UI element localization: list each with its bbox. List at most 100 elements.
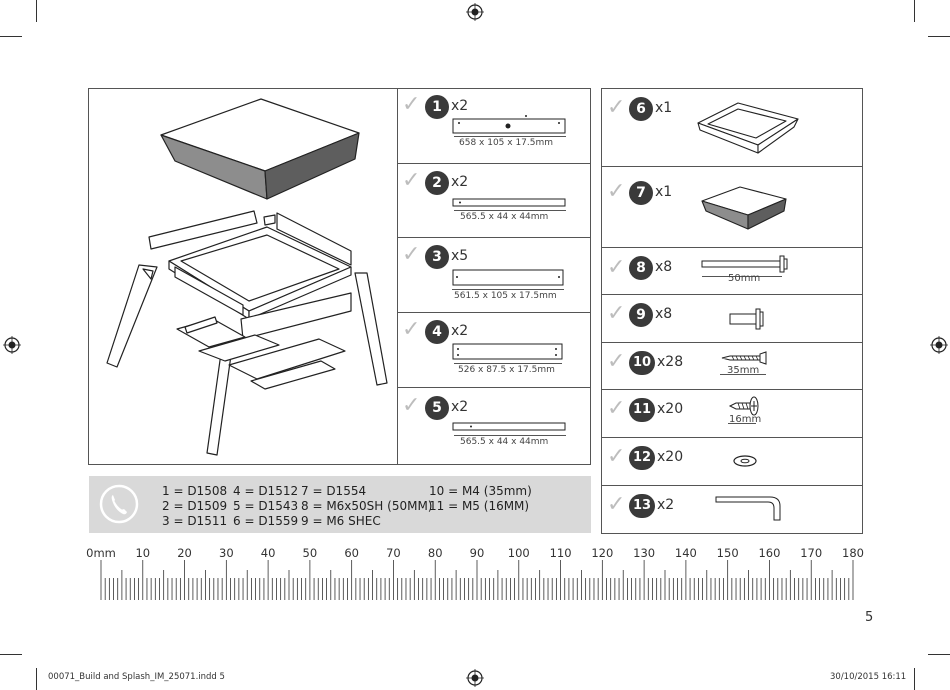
frame-drawing (697, 102, 799, 154)
part-code-legend: 1 = D1508 2 = D1509 3 = D1511 4 = D1512 … (89, 476, 591, 533)
legend-entry: 4 = D1512 (233, 484, 299, 498)
crop-mark (36, 0, 37, 22)
crop-mark (0, 654, 22, 655)
part-quantity: x8 (655, 259, 673, 275)
ruler-mark-label: 140 (674, 546, 697, 560)
ruler-mark-label: 110 (549, 546, 572, 560)
part-dimension: 565.5 x 44 x 44mm (460, 437, 549, 447)
check-icon: ✓ (402, 317, 421, 342)
page-number: 5 (865, 610, 874, 625)
check-icon: ✓ (402, 242, 421, 267)
check-icon: ✓ (607, 95, 626, 120)
legend-entry: 5 = D1543 (233, 499, 299, 513)
hardware-panel: ✓ 6 x1 ✓ 7 x1 ✓ 8 x8 (601, 88, 863, 534)
part-quantity: x20 (657, 449, 684, 465)
legend-column: 4 = D1512 5 = D1543 6 = D1559 (233, 484, 298, 528)
part-row: ✓ 3 x5 561.5 x 105 x 17.5mm (398, 238, 591, 313)
exploded-assembly-illustration (106, 98, 388, 456)
ruler-mark-label: 150 (716, 546, 739, 560)
hardware-row: ✓ 11 x20 16mm (602, 390, 862, 438)
legend-column: 1 = D1508 2 = D1509 3 = D1511 (162, 484, 227, 528)
part-row: ✓ 4 x2 526 x 87.5 x 17.5mm (398, 313, 591, 388)
check-icon: ✓ (607, 179, 626, 204)
part-dimension: 561.5 x 105 x 17.5mm (454, 291, 557, 301)
bolt-icon (701, 255, 788, 273)
ruler-mark-label: 40 (260, 546, 276, 560)
ruler-mark-label: 30 (219, 546, 234, 560)
part-dimension: 526 x 87.5 x 17.5mm (458, 365, 555, 375)
part-quantity: x5 (451, 248, 469, 264)
legend-entry: 6 = D1559 (233, 514, 299, 528)
ruler-mark-label: 20 (177, 546, 192, 560)
ruler-mark-label: 50 (302, 546, 318, 560)
ruler-mark-label: 130 (633, 546, 656, 560)
registration-mark-icon (3, 336, 21, 354)
screw-icon (721, 351, 767, 365)
part-number-badge: 3 (425, 245, 449, 269)
part-quantity: x1 (655, 184, 673, 200)
part-quantity: x2 (451, 323, 469, 339)
ruler-mark-label: 120 (591, 546, 614, 560)
legend-entry: 3 = D1511 (162, 514, 228, 528)
allen-key-icon (715, 496, 781, 521)
part-number-badge: 11 (629, 398, 655, 422)
part-row: ✓ 5 x2 565.5 x 44 x 44mm (398, 388, 591, 464)
phone-icon (99, 484, 139, 524)
legend-entry: 10 = M4 (35mm) (429, 484, 532, 498)
ruler-mark-label: 60 (344, 546, 359, 560)
legend-column: 10 = M4 (35mm) 11 = M5 (16MM) (429, 484, 532, 513)
part-dimension: 16mm (729, 414, 762, 425)
hardware-row: ✓ 8 x8 50mm (602, 248, 862, 295)
hardware-row: ✓ 6 x1 (602, 89, 862, 167)
ruler-mark-label: 10 (135, 546, 151, 560)
part-number-badge: 13 (629, 494, 655, 518)
crop-mark (36, 668, 37, 690)
parts-panel: ✓ 1 x2 658 x 105 x 17.5mm ✓ 2 x2 565.5 x… (88, 88, 591, 465)
check-icon: ✓ (402, 92, 421, 117)
part-number-badge: 8 (629, 256, 653, 280)
board-drawing (452, 343, 563, 360)
crop-mark (928, 36, 950, 37)
crop-mark (0, 36, 22, 37)
part-dimension: 658 x 105 x 17.5mm (459, 138, 554, 148)
registration-mark-icon (466, 669, 484, 687)
ruler-unit-label: 0mm (86, 546, 116, 560)
legend-entry: 11 = M5 (16MM) (429, 499, 530, 513)
crop-mark (914, 0, 915, 22)
crop-mark (914, 668, 915, 690)
part-quantity: x1 (655, 100, 673, 116)
hardware-row: ✓ 12 x20 (602, 438, 862, 486)
check-icon: ✓ (402, 168, 421, 193)
hardware-row: ✓ 9 x8 (602, 295, 862, 343)
check-icon: ✓ (607, 444, 626, 469)
board-drawing (452, 115, 566, 134)
check-icon: ✓ (402, 393, 421, 418)
lid-drawing (701, 186, 787, 230)
legend-column: 7 = D1554 8 = M6x50SH (50MM) 9 = M6 SHEC (301, 484, 432, 528)
check-icon: ✓ (607, 301, 626, 326)
hardware-row: ✓ 13 x2 (602, 486, 862, 534)
board-drawing (452, 198, 566, 207)
part-number-badge: 12 (629, 446, 655, 470)
part-dimension: 565.5 x 44 x 44mm (460, 212, 549, 222)
part-dimension: 35mm (727, 365, 760, 376)
ruler-mark-label: 170 (800, 546, 823, 560)
part-number-badge: 5 (425, 396, 449, 420)
part-row: ✓ 1 x2 658 x 105 x 17.5mm (398, 89, 591, 164)
part-quantity: x28 (657, 354, 684, 370)
part-number-badge: 10 (629, 351, 655, 375)
board-drawing (452, 422, 566, 431)
legend-entry: 9 = M6 SHEC (301, 514, 381, 528)
part-row: ✓ 2 x2 565.5 x 44 x 44mm (398, 164, 591, 238)
ruler-mark-label: 100 (507, 546, 530, 560)
part-quantity: x2 (657, 497, 675, 513)
part-quantity: x2 (451, 98, 469, 114)
part-quantity: x2 (451, 399, 469, 415)
hardware-row: ✓ 7 x1 (602, 167, 862, 248)
part-number-badge: 1 (425, 95, 449, 119)
ruler-mark-label: 160 (758, 546, 781, 560)
crop-mark (928, 654, 950, 655)
part-number-badge: 6 (629, 97, 653, 121)
legend-entry: 2 = D1509 (162, 499, 228, 513)
part-number-badge: 9 (629, 303, 653, 327)
